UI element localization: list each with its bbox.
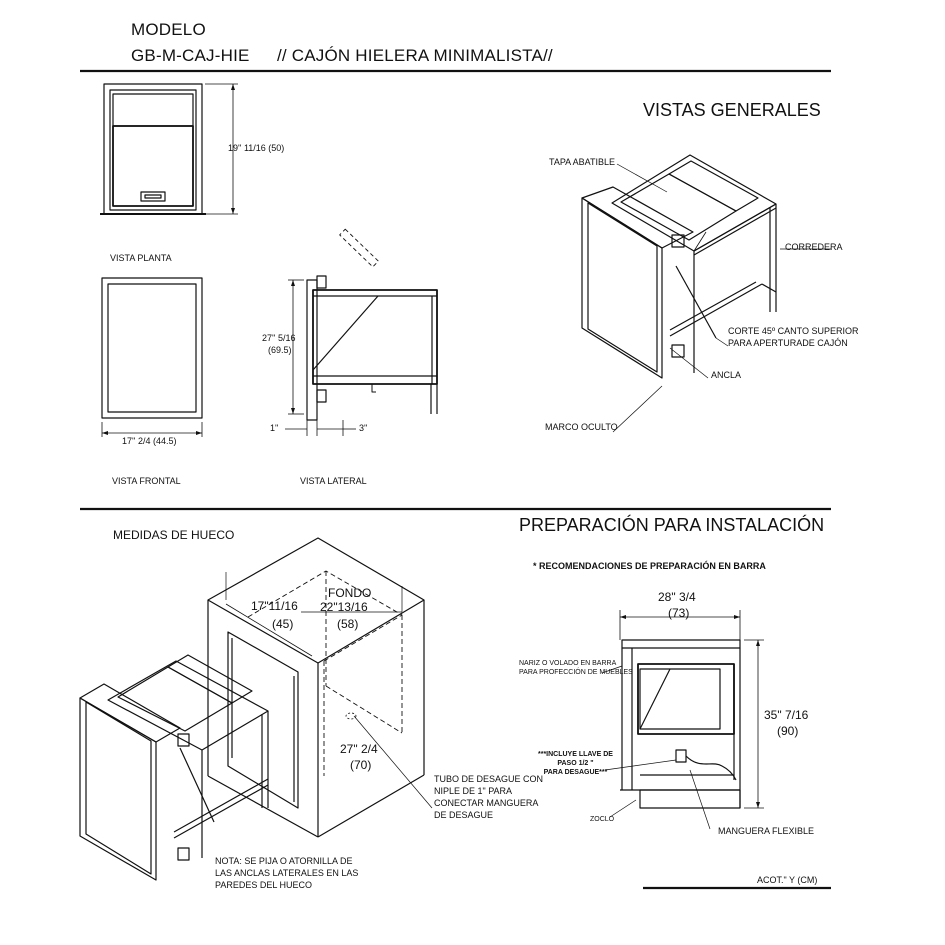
bar-height-dimension: 35" 7/16	[764, 708, 809, 722]
cut-45-label-2: PARA APERTURADE CAJÓN	[728, 338, 848, 348]
flexible-hose-label: MANGUERA FLEXIBLE	[718, 826, 815, 836]
bar-width-dimension-cm: (73)	[668, 606, 690, 620]
side-height-dimension-cm: (69.5)	[268, 345, 292, 355]
cavity-height-dimension: 27" 2/4	[340, 742, 378, 756]
cavity-width-dimension-cm: (45)	[272, 617, 294, 631]
side-offset-dimension: 1''	[270, 423, 279, 433]
anchor-label: ANCLA	[711, 370, 742, 380]
cavity-height-dimension-cm: (70)	[350, 758, 372, 772]
general-isometric-drawing	[581, 154, 831, 433]
side-view-caption: VISTA LATERAL	[300, 476, 367, 486]
cavity-width-dimension: 17"11/16	[251, 599, 298, 613]
overhang-note: NARIZ O VOLADO EN BARRA PARA PROFECCIÓN …	[519, 660, 633, 676]
cavity-dimensions-drawing	[79, 537, 433, 881]
hinged-lid-label: TAPA ABATIBLE	[549, 157, 616, 167]
drain-tube-note: TUBO DE DESAGUE CON NIPLE DE 1" PARA CON…	[434, 774, 544, 820]
plan-view-caption: VISTA PLANTA	[110, 253, 172, 263]
model-code: GB-M-CAJ-HIE	[131, 46, 250, 65]
dimension-units-note: ACOT." Y (CM)	[757, 875, 818, 885]
cavity-depth-dimension-cm: (58)	[337, 617, 359, 631]
cavity-depth-label: FONDO	[328, 586, 372, 600]
front-width-dimension: 17'' 2/4 (44.5)	[122, 436, 177, 446]
installation-title: PREPARACIÓN PARA INSTALACIÓN	[519, 515, 825, 535]
cavity-depth-dimension: 22"13/16	[320, 600, 368, 614]
plan-view-drawing	[100, 83, 238, 215]
bar-height-dimension-cm: (90)	[777, 724, 799, 738]
front-view-caption: VISTA FRONTAL	[112, 476, 181, 486]
hidden-frame-label: MARCO OCULTO	[545, 422, 618, 432]
slide-rail-label: CORREDERA	[785, 242, 843, 252]
installation-drawing	[601, 610, 764, 830]
cut-45-label: CORTE 45º CANTO SUPERIOR	[728, 326, 859, 336]
model-heading: MODELO	[131, 20, 206, 39]
side-depth-dimension: 3''	[359, 423, 368, 433]
cavity-title: MEDIDAS DE HUECO	[113, 528, 235, 542]
side-height-dimension: 27'' 5/16	[262, 333, 296, 343]
plinth-label: ZOCLO	[590, 816, 615, 823]
plan-height-dimension: 19'' 11/16 (50)	[228, 143, 285, 153]
bar-recommendations-subtitle: * RECOMENDACIONES DE PREPARACIÓN EN BARR…	[533, 561, 766, 571]
product-name: // CAJÓN HIELERA MINIMALISTA//	[277, 46, 553, 65]
bar-width-dimension: 28" 3/4	[658, 590, 696, 604]
front-view-drawing	[101, 277, 203, 437]
side-view-drawing	[285, 228, 438, 436]
shutoff-valve-note: ***INCLUYE LLAVE DE PASO 1/2 " PARA DESA…	[538, 751, 613, 776]
general-views-title: VISTAS GENERALES	[643, 100, 821, 120]
anchor-screw-note: NOTA: SE PIJA O ATORNILLA DE LAS ANCLAS …	[215, 856, 359, 890]
